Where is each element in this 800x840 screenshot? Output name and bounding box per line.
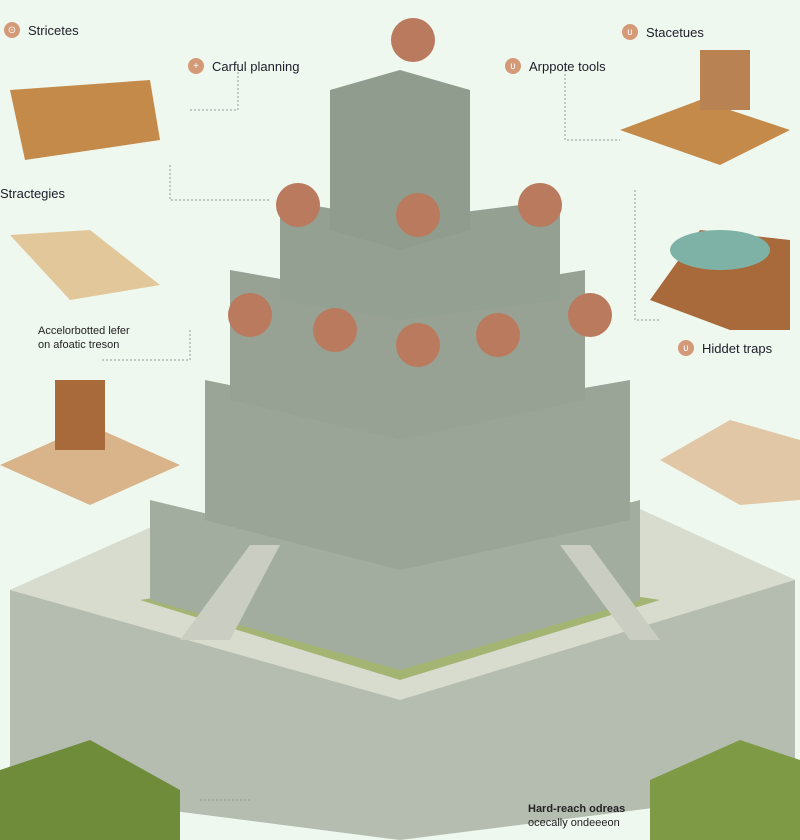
- label-text: Stricetes: [28, 22, 79, 38]
- structure-tower: [700, 50, 750, 110]
- badge-icon: ʋ: [622, 24, 638, 40]
- structure-vignette: [620, 100, 790, 165]
- leader-line: [190, 65, 239, 111]
- label-strategies: Stractegies: [0, 186, 65, 201]
- map-book: [10, 230, 160, 300]
- label-stacetues: ʋ Stacetues: [622, 24, 704, 40]
- label-tools: ʋ Arppote tools: [505, 58, 606, 74]
- caption-line: ocecally ondeeeon: [528, 817, 620, 829]
- scaffold: [55, 380, 105, 450]
- dome: [391, 18, 435, 62]
- scaffold-vignette: [0, 425, 180, 505]
- leader-line: [634, 190, 660, 321]
- badge-icon: ⊙: [4, 22, 20, 38]
- tier-2: [205, 380, 630, 570]
- maze-vignette-left: [0, 740, 180, 840]
- leader-line: [100, 330, 191, 361]
- badge-icon: ʋ: [505, 58, 521, 74]
- leader-line: [564, 70, 620, 141]
- stairs-left: [180, 545, 280, 640]
- label-planning: + Carful planning: [188, 58, 299, 74]
- label-text: Arppote tools: [529, 58, 606, 74]
- crate-vignette: [10, 80, 160, 160]
- label-stricetes: ⊙ Stricetes: [4, 22, 79, 38]
- hard-reach-caption: Hard-reach odreas ocecally ondeeeon: [528, 802, 625, 830]
- label-text: Stacetues: [646, 24, 704, 40]
- badge-icon: +: [188, 58, 204, 74]
- dome: [568, 293, 612, 337]
- dome: [396, 193, 440, 237]
- dome: [396, 323, 440, 367]
- dome: [476, 313, 520, 357]
- label-text: Stractegies: [0, 186, 66, 201]
- leader-line: [169, 165, 270, 201]
- dome: [228, 293, 272, 337]
- label-traps: ʋ Hiddet traps: [678, 340, 772, 356]
- caption-line: Accelorbotted lefer: [38, 325, 130, 337]
- traps-vignette: [660, 420, 800, 505]
- label-text: Hiddet traps: [702, 340, 773, 356]
- dome: [518, 183, 562, 227]
- maze-vignette-right: [650, 740, 800, 840]
- badge-icon: ʋ: [678, 340, 694, 356]
- dome-building-top: [670, 230, 770, 270]
- dome: [313, 308, 357, 352]
- caption-line: Hard-reach odreas: [528, 803, 626, 815]
- stairs-right: [560, 545, 660, 640]
- dome: [276, 183, 320, 227]
- strategies-caption: Accelorbotted lefer on afoatic treson: [38, 324, 130, 352]
- label-text: Carful planning: [212, 58, 300, 74]
- caption-line: on afoatic treson: [38, 339, 120, 351]
